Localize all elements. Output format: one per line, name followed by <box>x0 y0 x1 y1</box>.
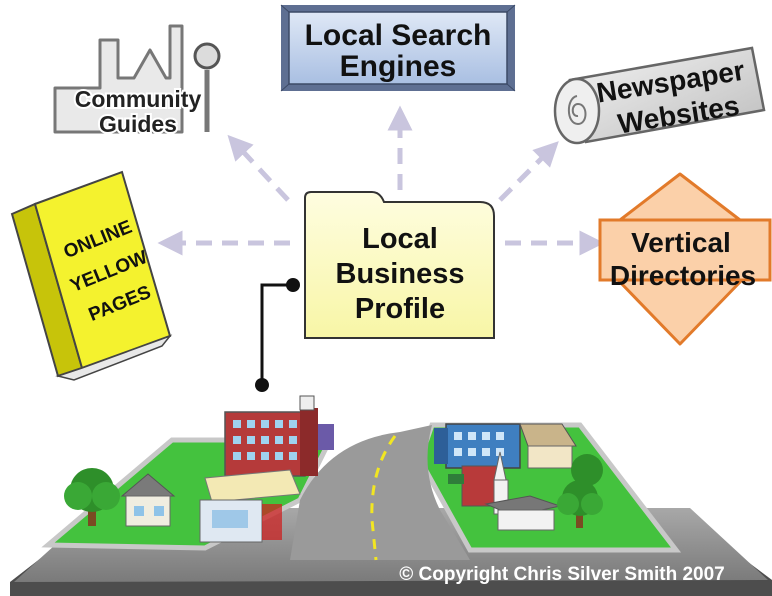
blue-building <box>434 423 521 469</box>
newspaper-websites-node: Newspaper Websites <box>553 46 766 145</box>
pin-connector <box>255 278 300 392</box>
connector-arrows <box>157 105 605 256</box>
small-house-left <box>120 473 176 527</box>
vertical-directories-node: Vertical Directories <box>598 172 772 346</box>
copyright-text: © Copyright Chris Silver Smith 2007 <box>399 564 724 585</box>
community-guides-node: Community Guides <box>53 24 221 139</box>
tree-left <box>64 468 120 526</box>
arrow-to-newspaper <box>498 141 559 202</box>
online-yellow-pages-node: ONLINE YELLOW PAGES <box>10 170 173 381</box>
center-label-2: Business <box>336 258 465 290</box>
tree-right-2 <box>557 480 603 528</box>
shop-building <box>199 469 301 543</box>
center-road <box>290 425 470 560</box>
folder-icon <box>304 191 495 339</box>
arrow-to-community <box>227 134 290 202</box>
vertical-label-2: Directories <box>610 260 756 291</box>
center-label-3: Profile <box>355 293 445 325</box>
lamp-icon <box>193 42 221 70</box>
local-search-label-1: Local Search <box>305 19 492 52</box>
town-scene: © Copyright Chris Silver Smith 2007 <box>10 395 772 596</box>
community-label-1: Community <box>75 86 202 112</box>
community-label-2: Guides <box>99 111 177 137</box>
red-office-building <box>224 395 334 477</box>
local-search-engines-node: Local Search Engines <box>280 4 516 92</box>
church <box>484 451 562 531</box>
vertical-label-1: Vertical <box>631 227 731 258</box>
tan-house <box>519 423 577 469</box>
road-center-line <box>370 435 397 561</box>
center-label-1: Local <box>362 223 438 255</box>
city-skyline-icon <box>53 24 184 134</box>
local-business-profile-node: Local Business Profile <box>304 191 495 339</box>
local-search-label-2: Engines <box>340 50 457 83</box>
